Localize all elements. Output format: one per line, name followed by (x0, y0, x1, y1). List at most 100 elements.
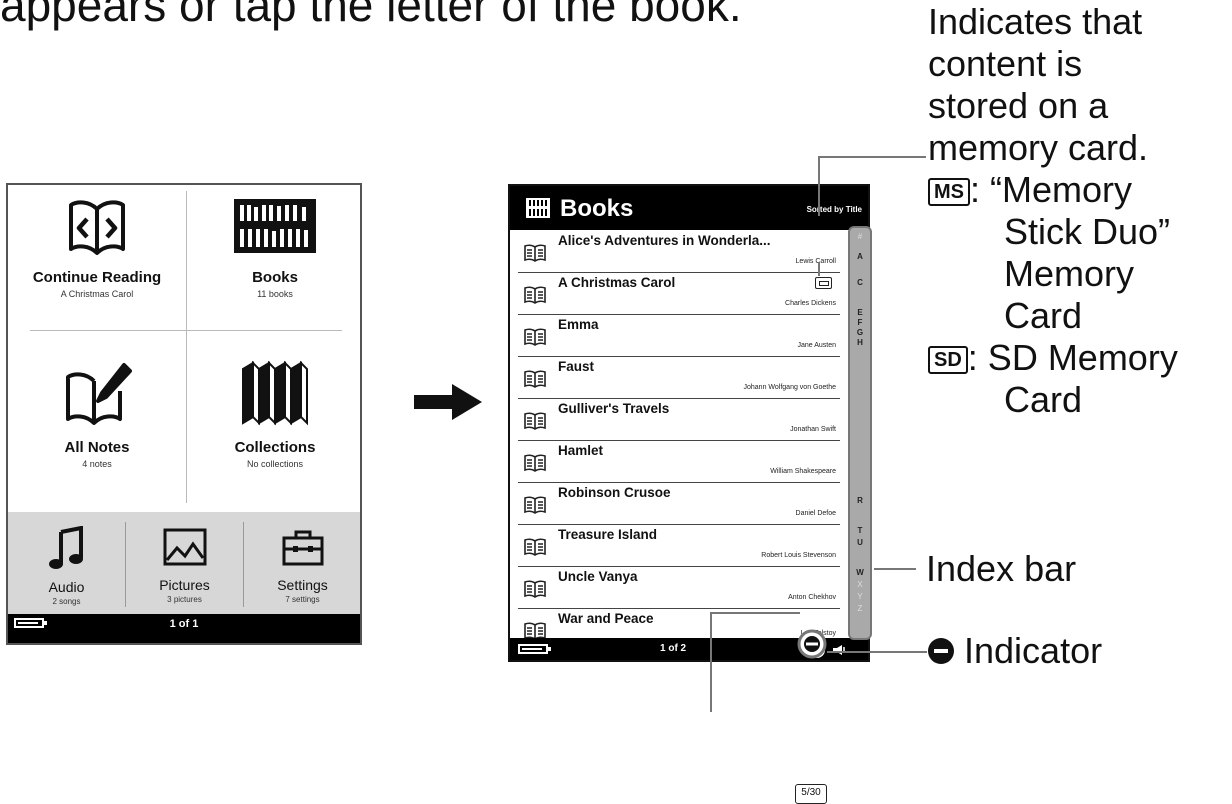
tile-label: Settings (277, 577, 328, 593)
book-author: William Shakespeare (770, 468, 836, 475)
book-title: Gulliver's Travels (558, 401, 670, 416)
open-book-icon (69, 200, 125, 255)
tile-label: Books (252, 269, 298, 286)
indicator-label: Indicator (926, 632, 1102, 670)
sort-label[interactable]: Sorted by Title (806, 205, 862, 214)
book-author: Lewis Carroll (795, 258, 836, 265)
divider (243, 522, 244, 607)
header-bar: Books Sorted by Title (510, 186, 868, 230)
callout-text: SD: SD Memory (928, 339, 1178, 377)
music-note-icon (48, 525, 83, 569)
callout-line (818, 156, 926, 158)
book-author: Jane Austen (797, 342, 836, 349)
index-letter[interactable]: G (856, 328, 864, 337)
book-icon (524, 538, 546, 556)
list-item[interactable]: Gulliver's Travels Jonathan Swift (518, 398, 840, 441)
callout-text: Card (1004, 295, 1083, 336)
collection-books-icon (242, 361, 308, 426)
tile-sub: 7 settings (285, 595, 320, 604)
list-item[interactable]: Emma Jane Austen (518, 314, 840, 357)
tile-sub: No collections (246, 459, 304, 469)
list-item[interactable]: Treasure Island Robert Louis Stevenson (518, 524, 840, 567)
callout-line (710, 612, 800, 614)
callout-text: stored on a (928, 85, 1109, 126)
book-icon (524, 454, 546, 472)
list-item[interactable]: Uncle Vanya Anton Chekhov (518, 566, 840, 609)
index-letter[interactable]: W (856, 568, 864, 577)
tile-settings[interactable]: Settings 7 settings (244, 512, 361, 614)
callout-line (710, 612, 712, 712)
list-item[interactable]: Hamlet William Shakespeare (518, 440, 840, 483)
sd-badge-icon: SD (928, 346, 968, 374)
notes-pen-icon (66, 363, 132, 425)
tile-all-notes[interactable]: All Notes 4 notes (8, 361, 186, 469)
callout-text: Card (1004, 379, 1083, 420)
list-item[interactable]: Faust Johann Wolfgang von Goethe (518, 356, 840, 399)
list-item[interactable]: Robinson Crusoe Daniel Defoe (518, 482, 840, 525)
indicator-circle-icon (797, 629, 827, 659)
tile-books[interactable]: Books 11 books (186, 197, 364, 299)
callout-line (874, 568, 916, 570)
index-bar[interactable]: # A C E F G H R T U W X Y Z (848, 226, 872, 640)
book-title: Hamlet (558, 443, 604, 458)
index-letter[interactable]: F (857, 318, 863, 327)
divider (125, 522, 126, 607)
index-letter[interactable]: Y (857, 592, 863, 601)
callout-text: content is (928, 43, 1083, 84)
index-letter[interactable]: T (857, 526, 863, 535)
right-arrow-icon (414, 384, 482, 420)
bookshelf-icon (234, 199, 316, 253)
tile-sub: 11 books (257, 289, 293, 299)
book-title: Alice's Adventures in Wonderla... (558, 233, 771, 248)
book-icon (524, 244, 546, 262)
book-title: Robinson Crusoe (558, 485, 671, 500)
index-letter[interactable]: C (857, 278, 863, 287)
index-letter[interactable]: X (857, 580, 863, 589)
bookshelf-icon (526, 198, 550, 218)
tile-label: Pictures (159, 577, 210, 593)
list-item[interactable]: Alice's Adventures in Wonderla... Lewis … (518, 230, 840, 273)
list-item[interactable]: A Christmas Carol Charles Dickens (518, 272, 840, 315)
book-author: Anton Chekhov (788, 594, 836, 601)
book-title: Uncle Vanya (558, 569, 638, 584)
callout-text: MS: “Memory (928, 171, 1132, 209)
index-letter[interactable]: A (857, 252, 863, 261)
book-author: Jonathan Swift (790, 426, 836, 433)
item-counter: 5/30 (795, 784, 827, 804)
tile-pictures[interactable]: Pictures 3 pictures (126, 512, 243, 614)
book-author: Charles Dickens (785, 300, 836, 307)
indicator-circle-icon (928, 638, 954, 664)
home-screen: Continue Reading A Christmas Carol Books… (6, 183, 362, 645)
tile-sub: 4 notes (82, 459, 112, 469)
book-title: Emma (558, 317, 599, 332)
book-title: War and Peace (558, 611, 654, 626)
page-indicator: 1 of 1 (169, 618, 199, 630)
battery-icon (518, 644, 551, 654)
tile-sub: A Christmas Carol (60, 289, 134, 299)
tile-label: All Notes (64, 439, 130, 456)
index-letter: # (857, 232, 863, 241)
book-author: Daniel Defoe (795, 510, 836, 517)
tile-sub: 2 songs (52, 597, 81, 606)
callout-line (818, 156, 820, 216)
callout-text: Indicates that (928, 1, 1143, 42)
index-letter[interactable]: R (857, 496, 863, 505)
callout-text: : “Memory (970, 169, 1132, 210)
index-letter[interactable]: H (857, 338, 863, 347)
index-bar-label: Index bar (926, 548, 1077, 589)
index-letter[interactable]: Z (857, 604, 863, 613)
index-letter[interactable]: E (857, 308, 863, 317)
page-indicator: 1 of 2 (660, 643, 687, 654)
tile-audio[interactable]: Audio 2 songs (8, 512, 125, 614)
screen-title: Books (560, 195, 634, 222)
book-title: Treasure Island (558, 527, 658, 542)
callout-text: memory card. (928, 127, 1149, 168)
tile-collections[interactable]: Collections No collections (186, 361, 364, 469)
divider (186, 191, 187, 503)
index-letter[interactable]: U (857, 538, 863, 547)
book-icon (524, 580, 546, 598)
tile-continue-reading[interactable]: Continue Reading A Christmas Carol (8, 195, 186, 299)
book-icon (524, 496, 546, 514)
tile-sub: 3 pictures (167, 595, 202, 604)
book-list-screen: Books Sorted by Title Alice's Adventures… (508, 184, 870, 804)
